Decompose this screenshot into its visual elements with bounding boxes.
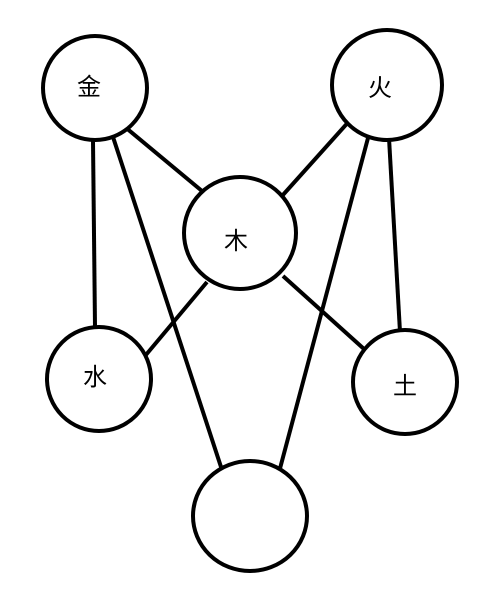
node-huo-label: 火 (368, 74, 392, 102)
node-jin-circle (41, 34, 149, 142)
diagram-nodes: 金 火 木 水 土 (41, 28, 459, 573)
edge-jin-mu (123, 125, 204, 193)
node-tu: 土 (351, 328, 459, 436)
node-huo-circle (330, 28, 444, 142)
node-blank-circle (191, 459, 309, 573)
edge-huo-blank (276, 137, 370, 477)
node-jin-label: 金 (77, 73, 101, 101)
node-huo: 火 (330, 28, 444, 142)
node-shui-label: 水 (83, 363, 107, 391)
edge-mu-shui (143, 280, 209, 358)
edge-mu-tu (281, 274, 366, 351)
node-shui-circle (45, 325, 153, 433)
node-mu-circle (182, 175, 298, 291)
node-blank (191, 459, 309, 573)
node-jin: 金 (41, 34, 149, 142)
node-mu-label: 木 (224, 227, 248, 255)
node-tu-label: 土 (393, 372, 417, 400)
node-mu: 木 (182, 175, 298, 291)
edge-huo-mu (280, 116, 354, 198)
node-shui: 水 (45, 325, 153, 433)
diagram-edges (91, 116, 402, 477)
edge-jin-shui (91, 140, 97, 328)
node-tu-circle (351, 328, 459, 436)
edge-jin-blank (111, 136, 224, 471)
edge-huo-tu (387, 137, 402, 333)
